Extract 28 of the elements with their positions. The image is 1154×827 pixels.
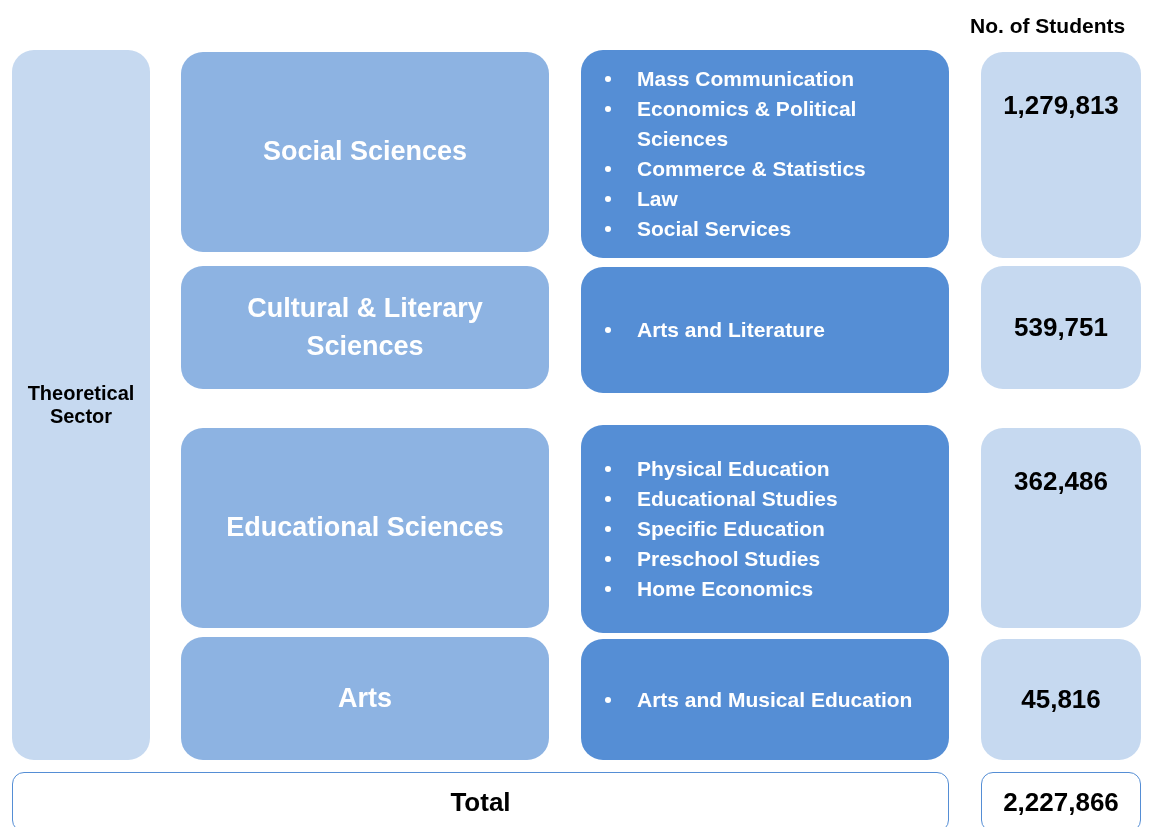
column-heading: No. of Students	[970, 14, 1126, 38]
list-item: Specific Education	[637, 516, 825, 542]
subject-panel	[581, 425, 949, 633]
list-item: Arts and Musical Education	[637, 686, 913, 713]
list-item: Educational Studies	[637, 486, 838, 512]
count-box: 45,816	[981, 639, 1141, 760]
count-box: 539,751	[981, 266, 1141, 389]
list-item: Social Services	[637, 216, 792, 242]
list-item: Home Economics	[637, 576, 814, 602]
list-item: Mass Communication	[637, 66, 855, 92]
count-box: 362,486	[981, 428, 1141, 628]
count-box: 1,279,813	[981, 52, 1141, 258]
subject-panel	[581, 639, 949, 760]
sector-box: Theoretical Sector	[12, 50, 150, 760]
list-item: Preschool Studies	[637, 546, 821, 572]
total-box: Total	[12, 772, 949, 827]
subject-panel	[581, 50, 949, 258]
list-item: Arts and Literature	[637, 317, 825, 343]
list-item: Commerce & Statistics	[637, 156, 866, 182]
subject-panel	[581, 267, 949, 393]
category-box: Cultural & Literary Sciences	[181, 266, 549, 389]
list-item: Physical Education	[637, 456, 830, 482]
list-item: Law	[637, 186, 678, 212]
category-box: Arts	[181, 637, 549, 760]
total-count-box: 2,227,866	[981, 772, 1141, 827]
category-box: Educational Sciences	[181, 428, 549, 628]
list-item: Economics & Political Sciences	[637, 96, 858, 152]
category-box: Social Sciences	[181, 52, 549, 252]
